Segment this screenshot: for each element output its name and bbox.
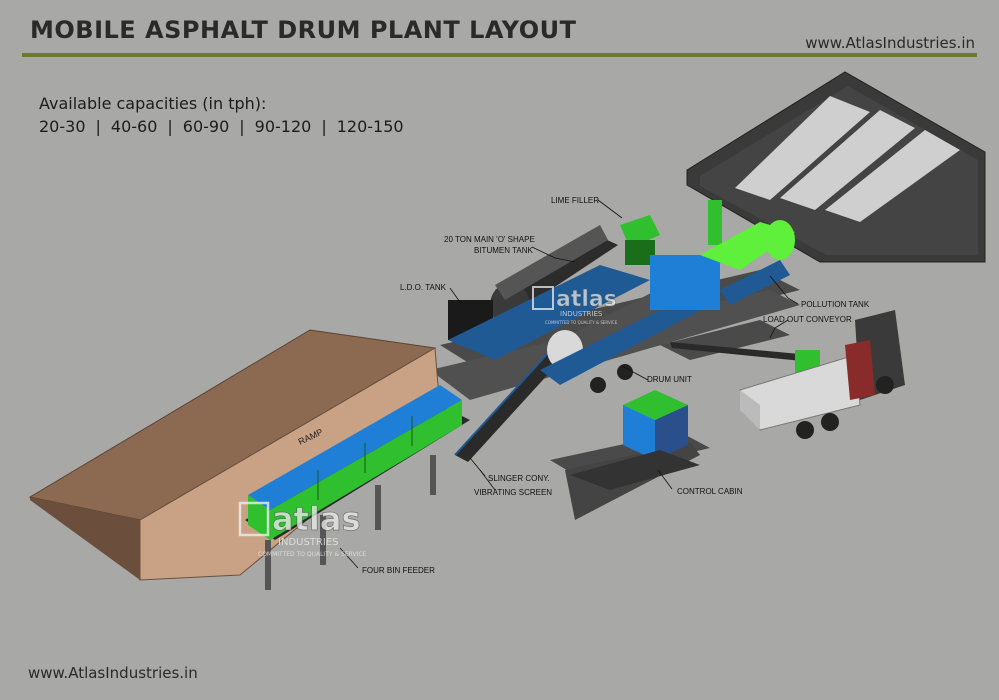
capacity-value: 120-150 <box>336 117 404 136</box>
watermark-logo: atlas INDUSTRIES COMMITTED TO QUALITY & … <box>238 500 367 558</box>
watermark-tagline: COMMITTED TO QUALITY & SERVICE <box>258 551 367 558</box>
label-ldo-tank: L.D.O. TANK <box>400 283 447 292</box>
watermark-subtitle: INDUSTRIES <box>560 310 603 318</box>
capacities-list: 20-30 | 40-60 | 60-90 | 90-120 | 120-150 <box>39 117 404 136</box>
capacity-value: 20-30 <box>39 117 86 136</box>
ramp: RAMP <box>28 329 441 581</box>
label-drum-unit: DRUM UNIT <box>647 375 692 384</box>
website-link-bottom[interactable]: www.AtlasIndustries.in <box>28 664 198 682</box>
label-four-bin-feeder: FOUR BIN FEEDER <box>362 566 435 575</box>
pollution-tank <box>700 200 795 305</box>
label-lime-filler: LIME FILLER <box>551 196 599 205</box>
leader-lines <box>339 199 799 569</box>
watermark-brand: atlas <box>556 287 617 312</box>
capacity-separator: | <box>321 117 327 136</box>
capacity-separator: | <box>167 117 173 136</box>
drum-unit <box>540 255 720 393</box>
aggregate-stockpile-shed <box>686 71 986 263</box>
dump-truck <box>739 310 905 439</box>
capacity-value: 60-90 <box>182 117 230 136</box>
label-bitumen-tank-line2: BITUMEN TANK <box>474 246 533 255</box>
capacity-value: 40-60 <box>110 117 158 136</box>
label-slinger-conveyor: SLINGER CONY. <box>488 474 550 483</box>
label-pollution-tank: POLLUTION TANK <box>801 300 870 309</box>
lime-filler <box>620 215 660 265</box>
capacities-heading: Available capacities (in tph): <box>39 94 267 113</box>
four-bin-feeder <box>245 385 470 590</box>
watermark-subtitle: INDUSTRIES <box>278 537 338 548</box>
page-title: MOBILE ASPHALT DRUM PLANT LAYOUT <box>30 16 577 44</box>
capacity-separator: | <box>239 117 245 136</box>
control-cabin <box>570 390 700 490</box>
header-divider <box>22 53 977 57</box>
label-load-out-conveyor: LOAD OUT CONVEYOR <box>763 315 852 324</box>
label-control-cabin: CONTROL CABIN <box>677 487 743 496</box>
watermark-logo: atlas INDUSTRIES COMMITTED TO QUALITY & … <box>532 286 618 325</box>
capacity-separator: | <box>95 117 101 136</box>
label-bitumen-tank-line1: 20 TON MAIN 'O' SHAPE <box>444 235 535 244</box>
bitumen-tank <box>448 225 650 360</box>
capacity-value: 90-120 <box>254 117 312 136</box>
label-vibrating-screen: VIBRATING SCREEN <box>474 488 552 497</box>
watermark-tagline: COMMITTED TO QUALITY & SERVICE <box>545 320 618 325</box>
watermark-brand: atlas <box>272 500 361 538</box>
website-link-top[interactable]: www.AtlasIndustries.in <box>805 34 975 52</box>
